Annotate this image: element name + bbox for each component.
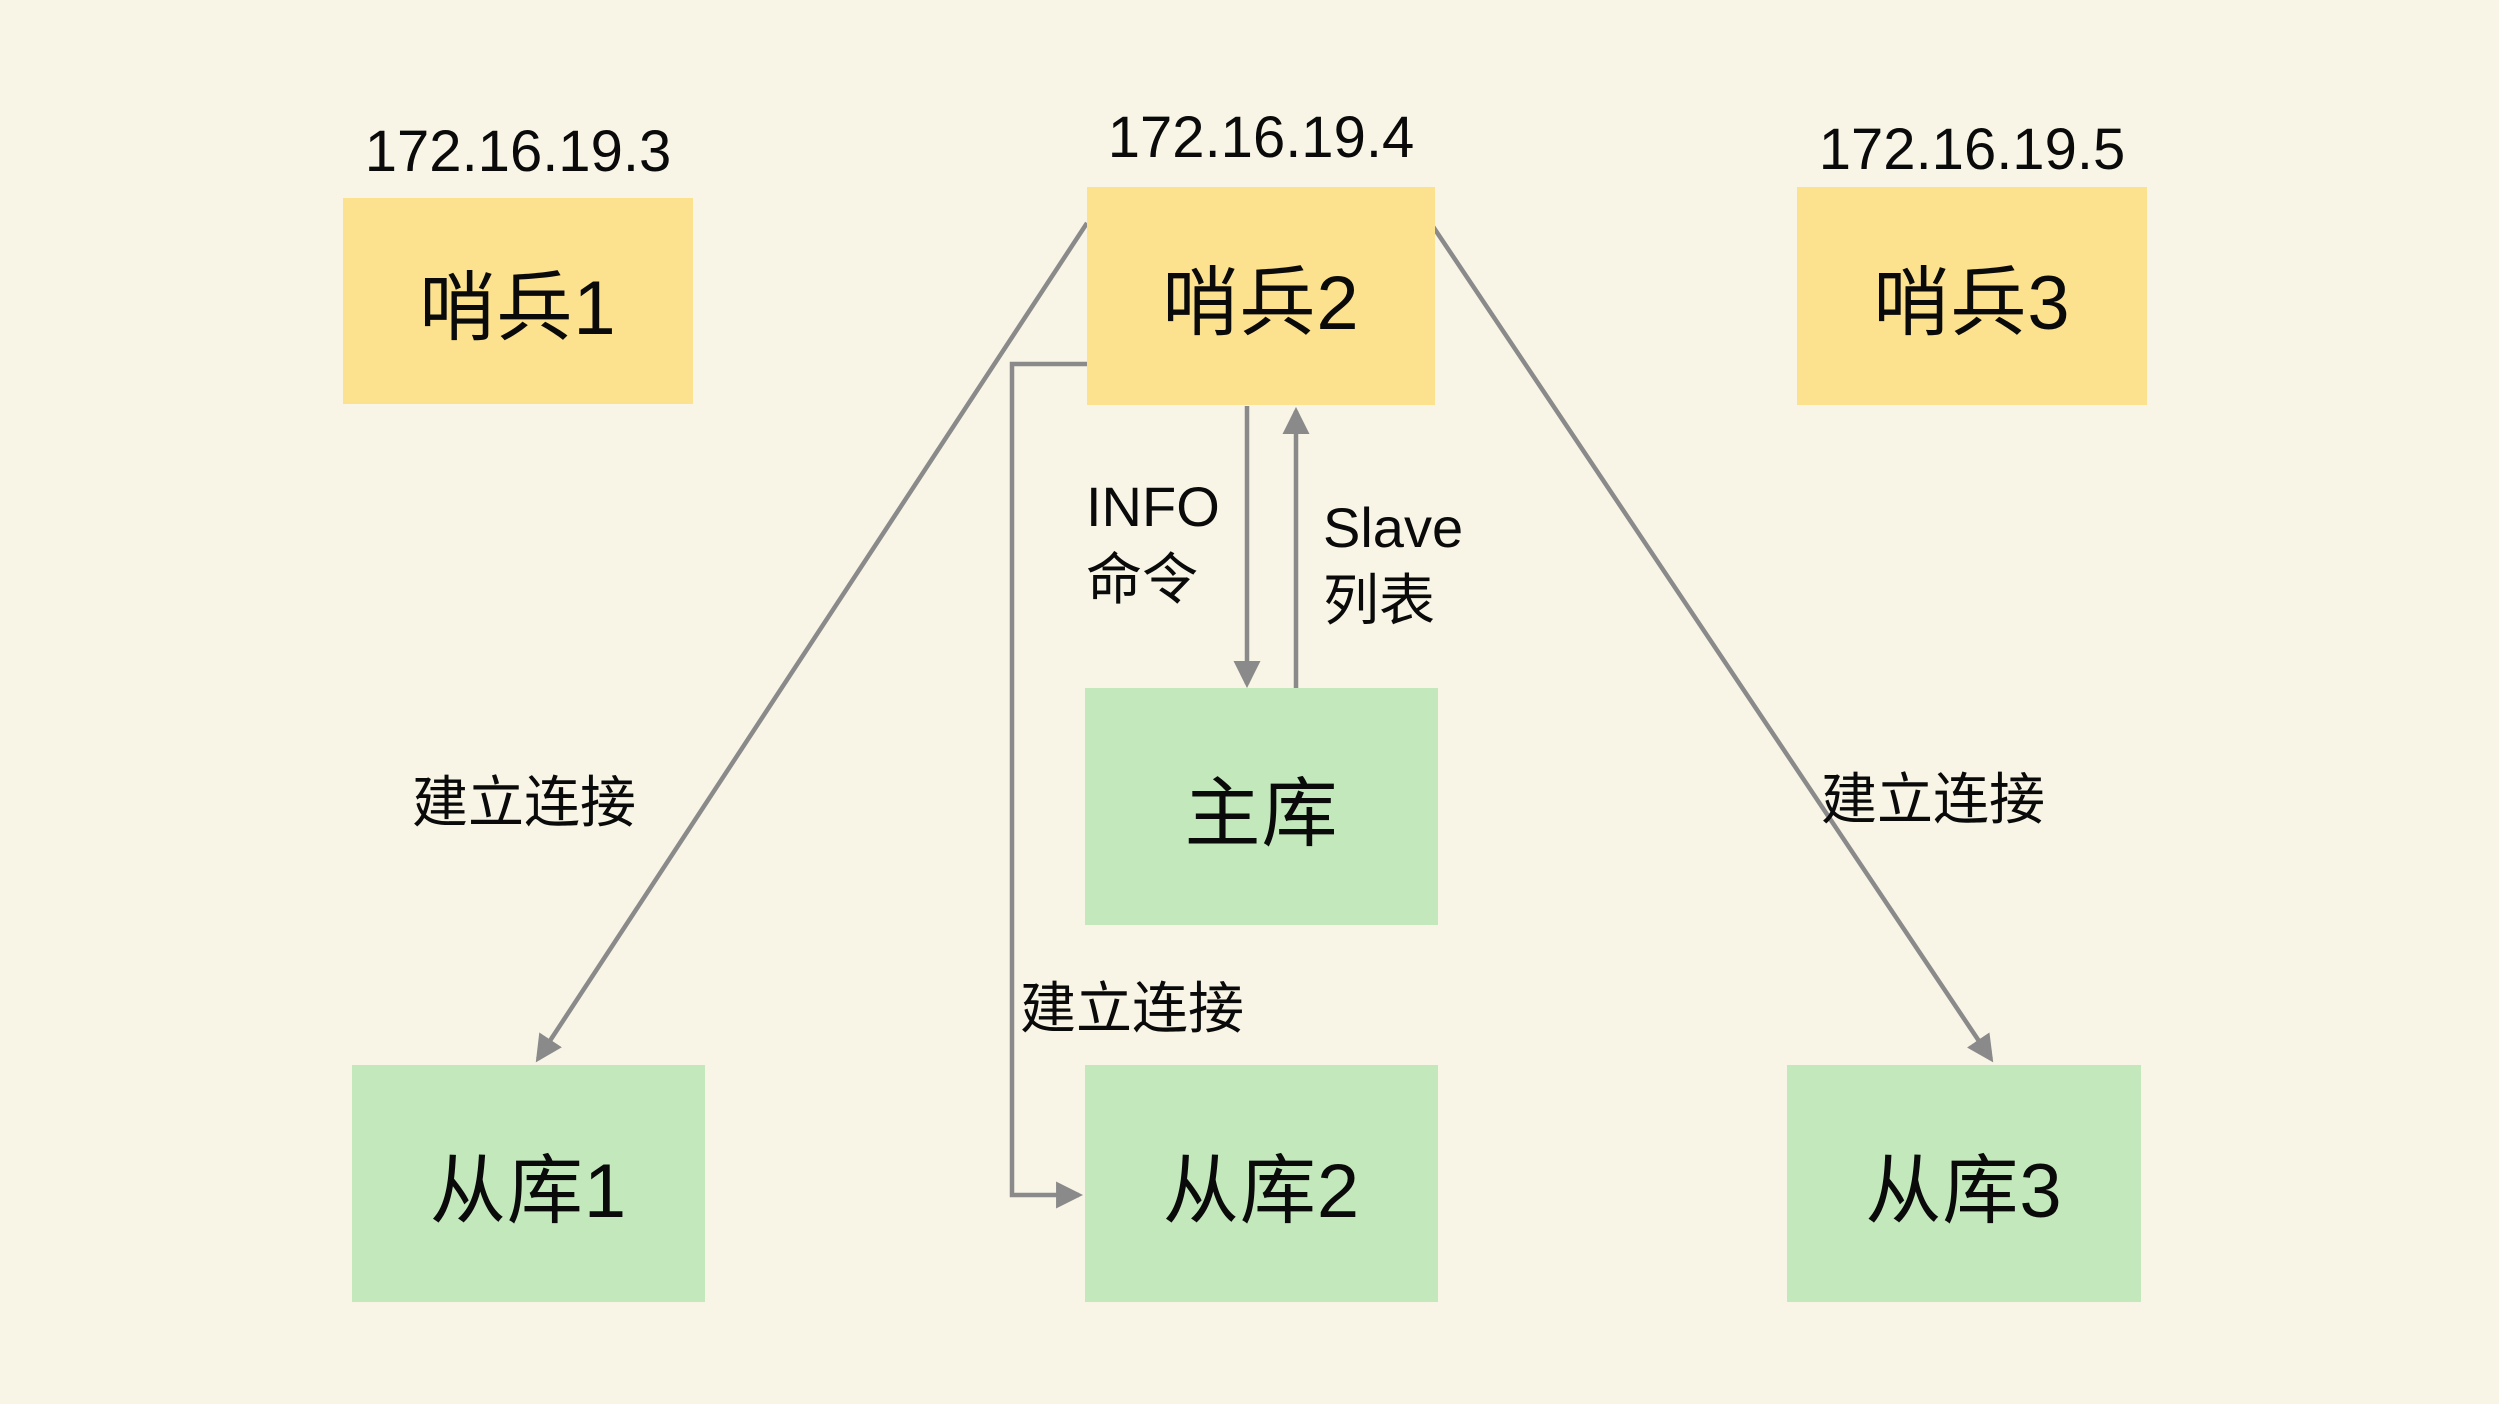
ip-label-sentinel3: 172.16.19.5: [1818, 117, 2126, 182]
node-sentinel2: 哨兵2: [1087, 187, 1435, 405]
node-sentinel1: 哨兵1: [343, 198, 693, 404]
node-master: 主库: [1085, 688, 1438, 925]
edge-label-info-command: INFO 命令: [1086, 470, 1220, 616]
node-slave3: 从库3: [1787, 1065, 2141, 1302]
ip-label-sentinel1: 172.16.19.3: [364, 119, 672, 184]
edge-label-info-command-line2: 命令: [1086, 548, 1198, 611]
edge-label-slave-list-line2: 列表: [1323, 569, 1435, 632]
node-slave2: 从库2: [1085, 1065, 1438, 1302]
edge-label-connect-right: 建立连接: [1821, 768, 2045, 831]
node-sentinel3: 哨兵3: [1797, 187, 2147, 405]
edge-label-connect-middle: 建立连接: [1020, 977, 1244, 1040]
edge-label-slave-list-line1: Slave: [1323, 496, 1464, 559]
edge-label-slave-list: Slave 列表: [1323, 491, 1463, 637]
ip-label-sentinel2: 172.16.19.4: [1107, 105, 1415, 170]
edge-label-connect-left: 建立连接: [412, 771, 636, 834]
edge-label-info-command-line1: INFO: [1086, 475, 1220, 538]
node-slave1: 从库1: [352, 1065, 705, 1302]
edge-sentinel2-to-slave2-elbow: [1009, 361, 1087, 1209]
edge-sentinel2-to-slave3: [1430, 223, 1994, 1063]
edge-sentinel2-to-slave1: [535, 221, 1089, 1063]
